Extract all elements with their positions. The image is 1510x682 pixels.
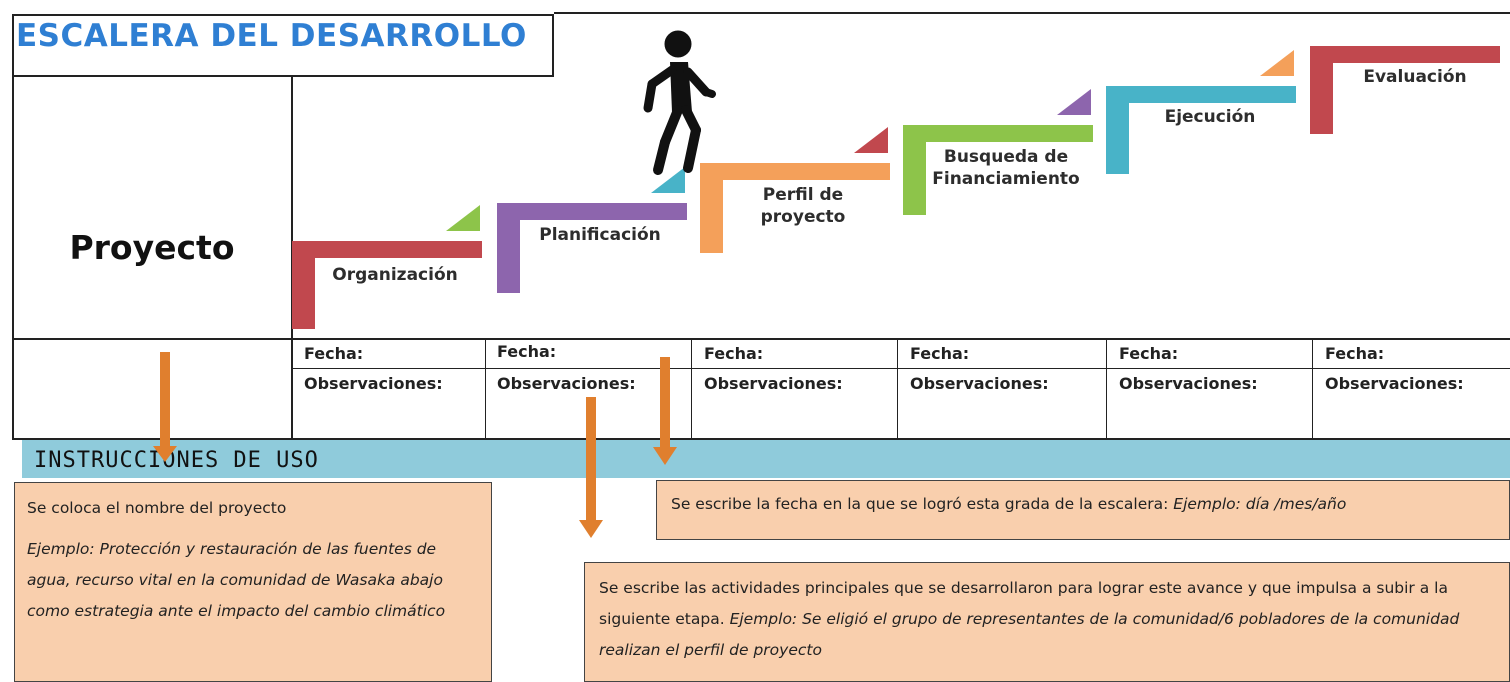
- fecha-label-2: Fecha:: [497, 342, 557, 361]
- date-note: Se escribe la fecha en la que se logró e…: [656, 480, 1510, 540]
- step-1: [292, 241, 482, 329]
- grid-line-top: [554, 12, 1510, 14]
- title-box: [12, 14, 554, 77]
- steps-layer: [292, 46, 1500, 329]
- col-divider: [691, 338, 692, 438]
- step-3: [700, 163, 890, 253]
- step-label-planificacion: Planificación: [539, 225, 661, 245]
- step-label-perfil: Perfil de proyecto: [760, 185, 846, 227]
- observations-note-text: Se escribe las actividades principales q…: [599, 579, 1448, 628]
- project-label: Proyecto: [69, 228, 235, 267]
- col-divider: [485, 338, 486, 438]
- step-3-accent-triangle: [854, 127, 888, 153]
- step-label-evaluacion: Evaluación: [1363, 67, 1467, 87]
- col-divider: [1312, 338, 1313, 438]
- project-note: Se coloca el nombre del proyecto Ejemplo…: [14, 482, 492, 682]
- step-4-accent-triangle: [1057, 89, 1091, 115]
- obs-label-2: Observaciones:: [497, 374, 636, 393]
- col-divider: [897, 338, 898, 438]
- project-note-example: Ejemplo: Protección y restauración de la…: [27, 540, 446, 620]
- step-5-accent-triangle: [1260, 50, 1294, 76]
- grid-line-table-top: [12, 338, 1510, 340]
- grid-line-left: [12, 76, 14, 440]
- fecha-label-3: Fecha:: [704, 344, 764, 363]
- col-divider: [1106, 338, 1107, 438]
- step-5: [1106, 86, 1296, 174]
- obs-label-1: Observaciones:: [304, 374, 443, 393]
- step-6: [1310, 46, 1500, 134]
- staircase-graphic: [292, 30, 1500, 329]
- step-2-accent-triangle: [651, 167, 685, 193]
- fecha-label-1: Fecha:: [304, 344, 364, 363]
- instructions-bar: [22, 440, 1510, 478]
- page-title: ESCALERA DEL DESARROLLO: [16, 18, 527, 54]
- date-note-text: Se escribe la fecha en la que se logró e…: [671, 495, 1174, 513]
- step-4: [903, 125, 1093, 215]
- fecha-label-5: Fecha:: [1119, 344, 1179, 363]
- observations-note-example: Ejemplo: Se eligió el grupo de represent…: [599, 610, 1460, 659]
- observations-note: Se escribe las actividades principales q…: [584, 562, 1510, 682]
- instructions-heading: INSTRUCCIONES DE USO: [34, 448, 319, 473]
- obs-label-4: Observaciones:: [910, 374, 1049, 393]
- step-1-accent-triangle: [446, 205, 480, 231]
- step-label-organizacion: Organización: [332, 265, 458, 285]
- grid-line-table-bottom: [12, 438, 1510, 440]
- project-note-text: Se coloca el nombre del proyecto: [27, 499, 287, 517]
- step-label-ejecucion: Ejecución: [1164, 107, 1256, 127]
- fecha-label-4: Fecha:: [910, 344, 970, 363]
- step-2: [497, 203, 687, 293]
- fecha-label-6: Fecha:: [1325, 344, 1385, 363]
- grid-line-fecha: [292, 368, 1510, 369]
- obs-label-3: Observaciones:: [704, 374, 843, 393]
- walking-person-icon: [643, 30, 716, 175]
- date-note-example: Ejemplo: día /mes/año: [1173, 495, 1347, 513]
- obs-label-6: Observaciones:: [1325, 374, 1464, 393]
- step-label-busqueda: Busqueda de Financiamiento: [932, 147, 1080, 189]
- obs-label-5: Observaciones:: [1119, 374, 1258, 393]
